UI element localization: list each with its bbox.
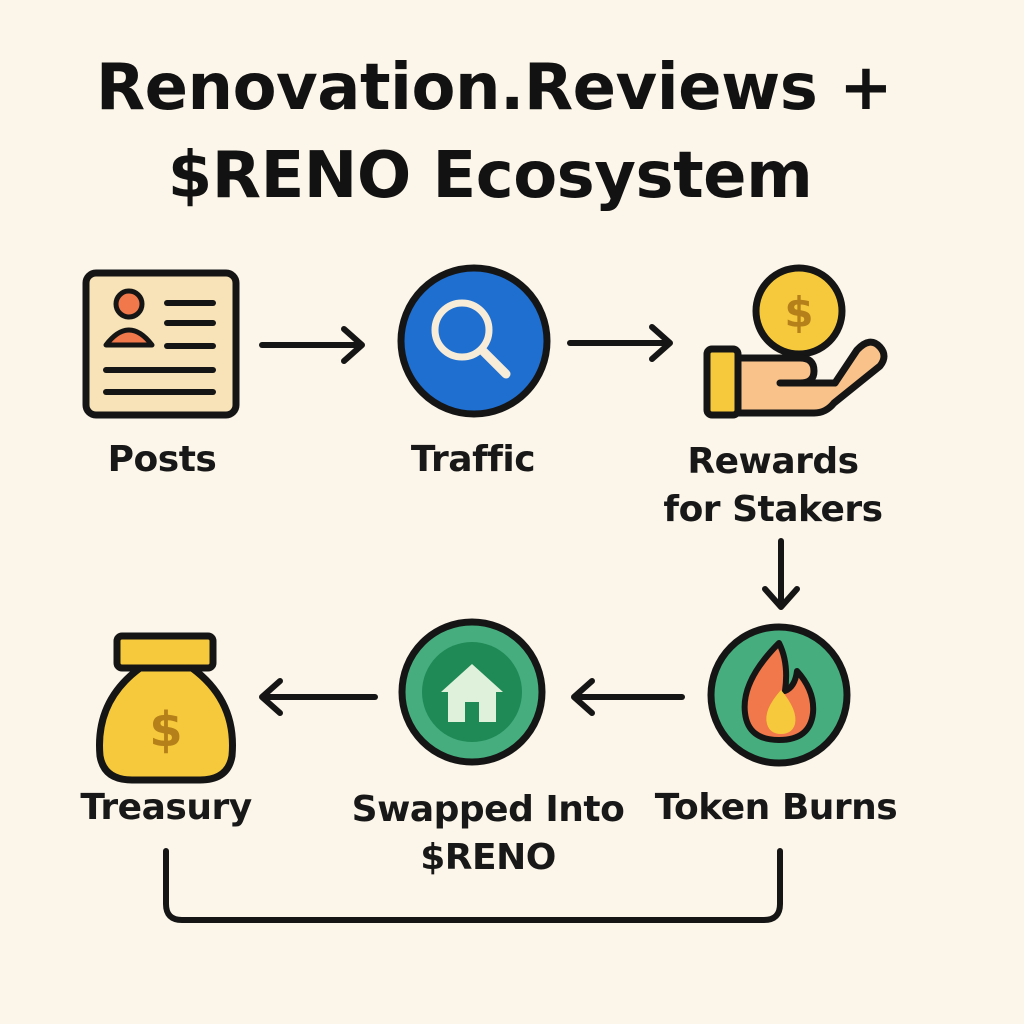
arrow-burns-to-swapped <box>571 678 685 716</box>
page-title-line-2: $RENO Ecosystem <box>167 139 813 213</box>
swapped-label: Swapped Into $RENO <box>351 789 625 878</box>
document-profile-icon <box>82 269 240 419</box>
traffic-label: Traffic <box>410 439 536 480</box>
token-burns-label: Token Burns <box>654 787 898 828</box>
arrow-swapped-to-treasury <box>259 678 378 716</box>
money-bag-icon: $ <box>96 632 236 784</box>
arrow-posts-to-traffic <box>259 326 365 364</box>
page-title-line-1: Renovation.Reviews + <box>95 51 893 125</box>
arrow-rewards-to-burns <box>762 538 800 610</box>
svg-text:$: $ <box>149 702 182 758</box>
hand-coin-icon: $ <box>703 264 888 419</box>
flame-icon <box>707 623 851 767</box>
magnifier-icon <box>397 264 551 418</box>
arrow-traffic-to-rewards <box>567 324 673 362</box>
treasury-label: Treasury <box>80 787 252 828</box>
svg-text:$: $ <box>784 288 813 337</box>
posts-label: Posts <box>107 439 217 480</box>
house-icon <box>398 618 546 766</box>
bracket-connector <box>163 848 783 923</box>
rewards-label: Rewards for Stakers <box>663 441 883 530</box>
